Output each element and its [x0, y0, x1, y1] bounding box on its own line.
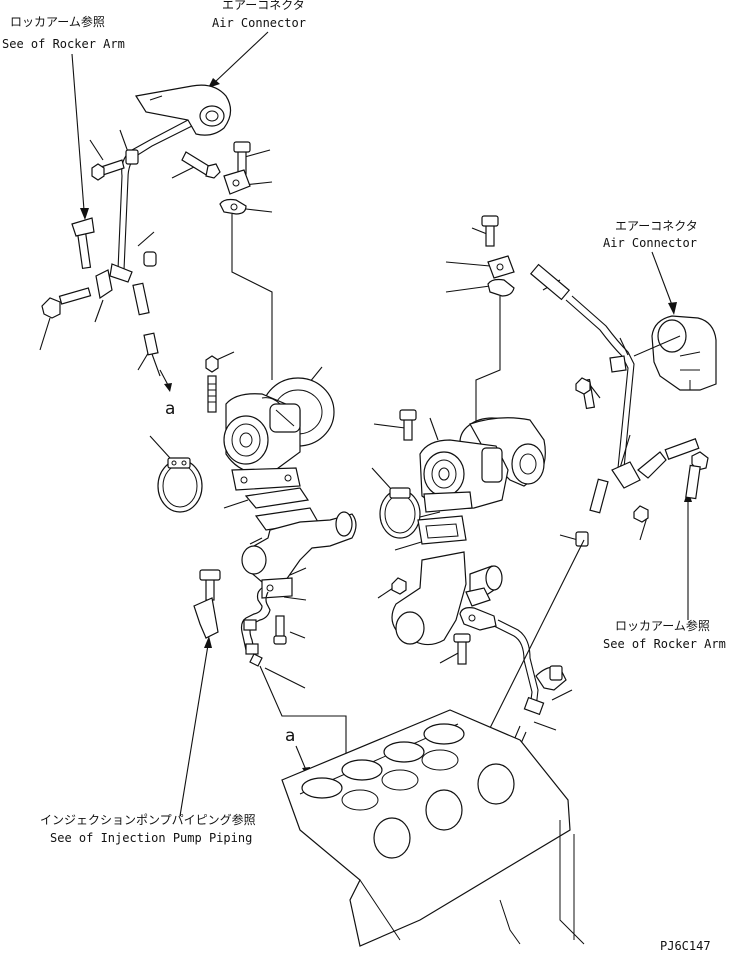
left-clamp-ring: [157, 457, 203, 513]
engine-cylinder-head: [281, 709, 585, 947]
right-gasket-and-elbow: [391, 515, 503, 665]
rocker-arm-top-en: See of Rocker Arm: [2, 37, 125, 51]
right-long-bolts: [399, 215, 596, 441]
left-air-tube: [117, 119, 193, 271]
air-connector-top-arrow: [214, 31, 269, 83]
air-connector-top-en: Air Connector: [212, 16, 306, 30]
air-connector-right-arrowhead: [668, 302, 677, 315]
rocker-arm-top-jp: ロッカアーム参照: [10, 14, 105, 29]
left-flange-parts: [219, 169, 273, 380]
rocker-arm-reference-top: ロッカアーム参照 See of Rocker Arm: [2, 14, 125, 51]
left-long-bolts: [41, 217, 161, 377]
ref-a-upper-arrowhead: [164, 383, 172, 392]
drawing-code: PJ6C147: [660, 939, 711, 953]
rocker-arm-top-arrowhead: [80, 208, 89, 220]
left-oil-drain-pipe: [240, 587, 347, 760]
ref-a-upper-arrow: [159, 369, 169, 386]
leader-lines: [39, 129, 649, 731]
injection-pump-arrow: [179, 644, 209, 817]
air-connector-top-arrowhead: [208, 78, 220, 88]
left-air-connector: [135, 84, 232, 136]
left-pump-bracket: [193, 569, 221, 639]
injection-pump-jp: インジェクションポンプパイピング参照: [40, 812, 256, 827]
ref-a-upper: a: [165, 399, 175, 419]
air-connector-right-en: Air Connector: [603, 236, 697, 250]
ref-a-lower: a: [285, 726, 295, 746]
ref-a-lower-arrow: [295, 745, 307, 771]
right-clamp-ring: [379, 487, 421, 539]
left-small-bolts: [91, 141, 251, 181]
air-connector-label-right: エアーコネクタ Air Connector: [603, 219, 698, 250]
right-rocker-bracket: [575, 438, 709, 547]
left-stud-and-nut: [205, 355, 219, 413]
reference-arrows: [71, 31, 692, 817]
rocker-arm-top-arrow: [71, 53, 85, 211]
right-air-tube: [565, 295, 681, 469]
injection-pump-reference: インジェクションポンプパイピング参照 See of Injection Pump…: [40, 812, 256, 845]
left-turbocharger: [223, 377, 335, 491]
right-turbocharger: [419, 417, 546, 513]
rocker-arm-right-jp: ロッカアーム参照: [615, 618, 710, 633]
air-connector-top-jp: エアーコネクタ: [222, 0, 305, 12]
right-air-connector: [651, 315, 717, 391]
air-connector-label-top: エアーコネクタ Air Connector: [212, 0, 306, 30]
rocker-arm-right-en: See of Rocker Arm: [603, 637, 726, 651]
injection-pump-en: See of Injection Pump Piping: [50, 831, 252, 845]
injection-pump-arrowhead: [204, 636, 212, 648]
air-connector-right-arrow: [651, 251, 673, 306]
air-connector-right-jp: エアーコネクタ: [615, 219, 698, 233]
rocker-arm-reference-right: ロッカアーム参照 See of Rocker Arm: [603, 618, 726, 651]
left-gasket-and-elbow: [241, 487, 357, 599]
